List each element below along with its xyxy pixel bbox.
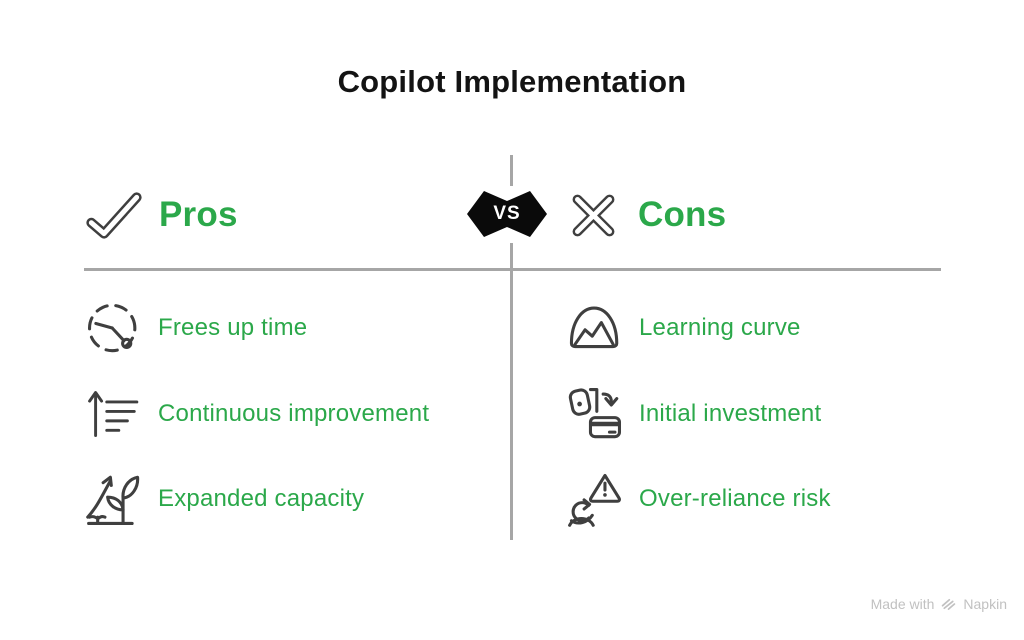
wallet-card-icon	[566, 385, 624, 443]
watermark-brand: Napkin	[963, 596, 1007, 612]
vertical-divider-bottom	[510, 243, 513, 540]
page-title: Copilot Implementation	[337, 64, 687, 99]
pros-header: Pros	[85, 186, 238, 244]
ascending-lines-icon	[85, 385, 143, 443]
list-item-cons-3: Over-reliance risk	[566, 470, 831, 528]
vs-badge-shape	[467, 191, 547, 237]
mountain-icon	[566, 299, 624, 357]
watermark: Made with Napkin	[871, 596, 1007, 612]
person-warning-icon	[566, 470, 624, 528]
list-item-label: Over-reliance risk	[639, 485, 831, 512]
list-item-cons-1: Learning curve	[566, 299, 801, 357]
watermark-prefix: Made with	[870, 596, 935, 612]
list-item-label: Learning curve	[639, 314, 801, 341]
cons-header-label: Cons	[638, 195, 727, 234]
list-item-pros-2: Continuous improvement	[85, 385, 429, 443]
plant-growth-icon	[85, 470, 143, 528]
list-item-cons-2: Initial investment	[566, 385, 821, 443]
napkin-logo-icon	[940, 597, 957, 611]
pros-header-label: Pros	[159, 195, 238, 234]
cons-header: Cons	[564, 186, 726, 244]
check-icon	[85, 186, 143, 244]
clock-icon	[85, 299, 143, 357]
vs-badge: VS	[467, 188, 547, 240]
list-item-pros-1: Frees up time	[85, 299, 307, 357]
vs-badge-label: VS	[493, 203, 521, 224]
list-item-pros-3: Expanded capacity	[85, 470, 364, 528]
cross-icon	[564, 186, 622, 244]
list-item-label: Frees up time	[158, 314, 308, 341]
list-item-label: Continuous improvement	[158, 400, 430, 427]
vertical-divider-top	[510, 155, 513, 186]
list-item-label: Expanded capacity	[158, 485, 365, 512]
list-item-label: Initial investment	[639, 400, 822, 427]
